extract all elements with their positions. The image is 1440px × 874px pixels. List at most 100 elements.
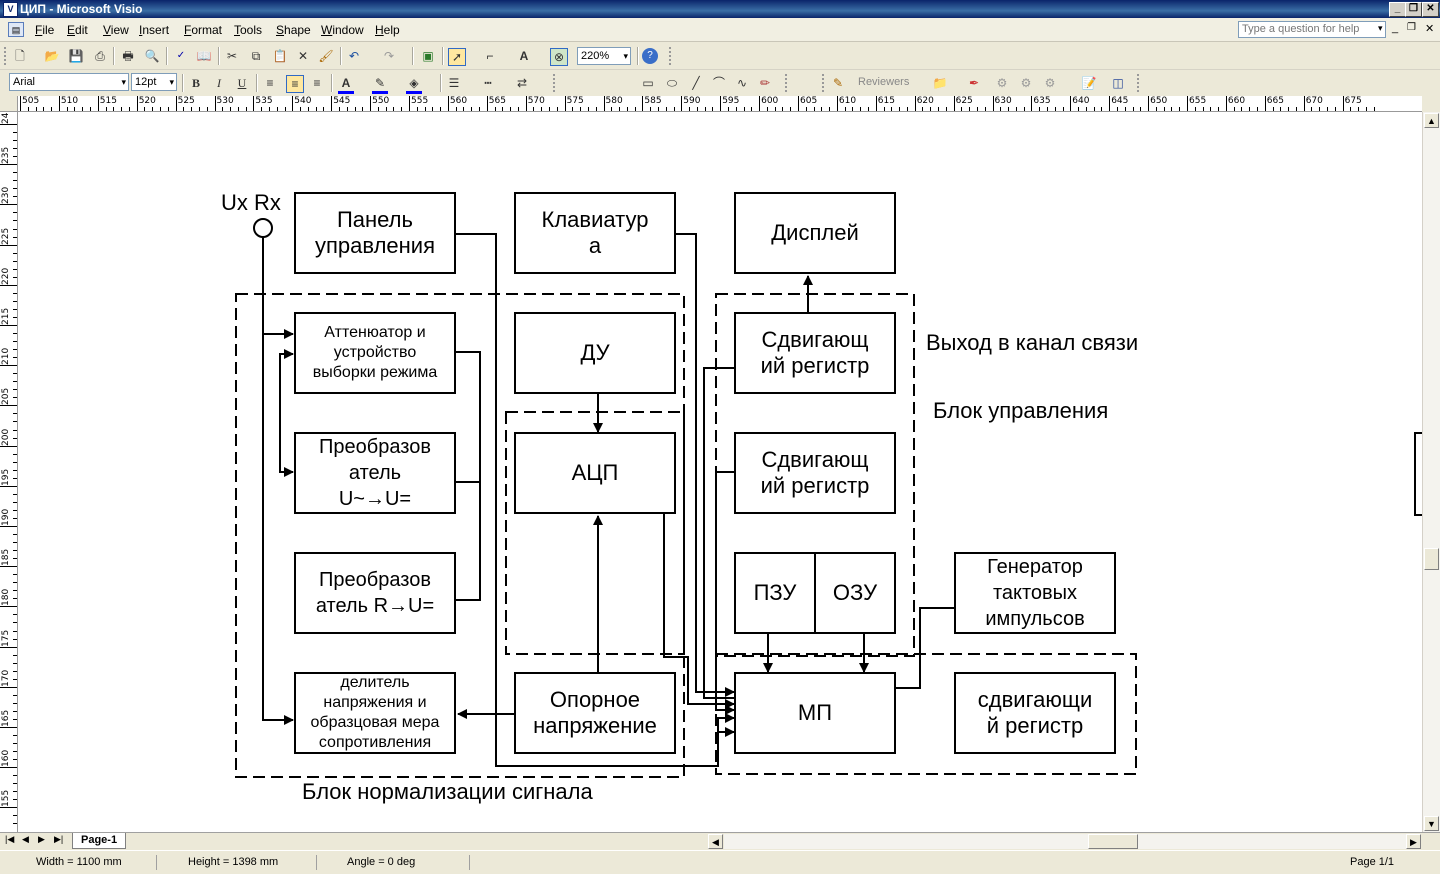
font-size-dropdown[interactable]: 12pt <box>131 73 177 91</box>
task-pane-icon[interactable]: ◫ <box>1112 76 1124 90</box>
stencil-icon[interactable]: ▣ <box>422 49 434 63</box>
doc-restore-button[interactable]: ❐ <box>1407 22 1416 33</box>
redo-icon[interactable]: ↷ <box>383 49 395 63</box>
rectangle-tool-icon[interactable]: ▭ <box>642 76 654 90</box>
research-icon[interactable]: 📖 <box>196 49 212 63</box>
align-left-icon[interactable]: ≡ <box>266 76 274 90</box>
drawing-canvas[interactable]: Ux Rx Панель управления Клавиатур а Дисп… <box>18 112 1422 832</box>
menu-window[interactable]: Window <box>321 23 364 37</box>
attenuator-block[interactable]: Аттенюатор и устройство выборки режима <box>294 312 456 394</box>
horizontal-scroll-thumb[interactable] <box>1088 834 1138 849</box>
align-right-icon[interactable]: ≡ <box>313 76 321 90</box>
reviewers-dropdown[interactable]: Reviewers <box>858 76 910 88</box>
menu-insert[interactable]: Insert <box>139 23 170 37</box>
help-dropdown-icon[interactable]: ▾ <box>1378 23 1383 33</box>
du-block[interactable]: ДУ <box>514 312 676 394</box>
scroll-left-button[interactable]: ◀ <box>708 834 723 849</box>
doc-close-button[interactable]: ✕ <box>1425 23 1435 35</box>
close-button[interactable]: ✕ <box>1422 2 1439 17</box>
spelling-icon[interactable]: ✓ <box>176 50 186 61</box>
ac-converter-block[interactable]: Преобразов атель U~→U= <box>294 432 456 514</box>
freeform-tool-icon[interactable]: ∿ <box>736 76 748 90</box>
paste-icon[interactable]: 📋 <box>272 49 288 63</box>
menu-file[interactable]: File <box>35 23 55 37</box>
next-markup-icon[interactable]: ⚙ <box>1020 76 1032 90</box>
ink-icon[interactable]: ✒ <box>968 76 980 90</box>
font-dropdown[interactable]: Arial <box>9 73 129 91</box>
open-icon[interactable]: 📂 <box>44 49 60 63</box>
next-page-button[interactable]: ▶ <box>38 834 45 844</box>
line-ends-icon[interactable]: ⇄ <box>516 76 528 90</box>
previous-markup-icon[interactable]: ⚙ <box>996 76 1008 90</box>
menu-edit[interactable]: Edit <box>67 23 88 37</box>
fill-color-icon[interactable]: ◈ <box>406 75 422 94</box>
visio-app-icon[interactable]: V <box>3 2 18 17</box>
shift-register-2-block[interactable]: Сдвигающ ий регистр <box>734 432 896 514</box>
scroll-down-button[interactable]: ▼ <box>1424 816 1439 831</box>
ellipse-tool-icon[interactable]: ⬭ <box>666 76 678 90</box>
line-weight-icon[interactable]: ☰ <box>448 76 460 90</box>
accept-markup-icon[interactable]: ⚙ <box>1044 76 1056 90</box>
underline-button[interactable]: U <box>237 76 247 90</box>
minimize-button[interactable]: _ <box>1389 2 1406 17</box>
undo-icon[interactable]: ↶ <box>348 49 360 63</box>
connection-point-icon[interactable]: ⊗ <box>550 48 568 66</box>
menu-tools[interactable]: Tools <box>234 23 263 37</box>
bold-button[interactable]: B <box>191 76 200 90</box>
mp-block[interactable]: МП <box>734 672 896 754</box>
shift-register-1-block[interactable]: Сдвигающ ий регистр <box>734 312 896 394</box>
help-icon[interactable]: ? <box>642 48 658 64</box>
new-icon[interactable]: 🗋 <box>15 49 25 63</box>
menu-view[interactable]: View <box>103 23 129 37</box>
rom-block[interactable]: ПЗУ <box>734 552 816 634</box>
keyboard-block[interactable]: Клавиатур а <box>514 192 676 274</box>
line-color-icon[interactable]: ✎ <box>372 75 388 94</box>
cut-icon[interactable]: ✂ <box>226 49 238 63</box>
voltage-divider-block[interactable]: делитель напряжения и образцовая мера со… <box>294 672 456 754</box>
page-tab[interactable]: Page-1 <box>72 833 127 849</box>
print-icon[interactable]: 🖶 <box>122 49 134 63</box>
arc-tool-icon[interactable]: ⌒ <box>712 76 725 90</box>
format-painter-icon[interactable]: 🖌 <box>318 49 334 63</box>
zoom-dropdown[interactable]: 220% <box>577 47 631 65</box>
print-preview-icon[interactable]: 🔍 <box>144 49 160 63</box>
italic-button[interactable]: I <box>217 76 221 90</box>
pointer-tool-icon[interactable]: ➚ <box>448 48 466 66</box>
help-search-input[interactable]: Type a question for help <box>1238 21 1386 38</box>
pencil-tool-icon[interactable]: ✏ <box>759 76 771 90</box>
connector-tool-icon[interactable]: ⌐ <box>486 49 494 63</box>
ram-block[interactable]: ОЗУ <box>814 552 896 634</box>
last-page-button[interactable]: ▶| <box>54 834 64 844</box>
delete-icon[interactable]: ✕ <box>297 49 309 63</box>
save-icon[interactable]: 💾 <box>68 49 84 63</box>
line-tool-icon[interactable]: ╱ <box>692 76 700 90</box>
first-page-button[interactable]: |◀ <box>5 834 15 844</box>
adc-block[interactable]: АЦП <box>514 432 676 514</box>
restore-button[interactable]: ❐ <box>1405 2 1422 17</box>
reference-voltage-block[interactable]: Опорное напряжение <box>514 672 676 754</box>
vertical-scrollbar[interactable]: ▲ ▼ <box>1422 112 1440 832</box>
ruler-corner[interactable] <box>0 96 18 112</box>
track-markup-icon[interactable]: ✎ <box>832 76 844 90</box>
text-tool-icon[interactable]: A <box>519 49 529 63</box>
scroll-up-button[interactable]: ▲ <box>1424 113 1439 128</box>
line-pattern-icon[interactable]: ┅ <box>484 76 492 90</box>
clock-generator-block[interactable]: Генератор тактовых импульсов <box>954 552 1116 634</box>
control-panel-block[interactable]: Панель управления <box>294 192 456 274</box>
resistance-converter-block[interactable]: Преобразов атель R→U= <box>294 552 456 634</box>
scroll-right-button[interactable]: ▶ <box>1406 834 1421 849</box>
permission-icon[interactable]: ⎙ <box>95 49 105 63</box>
menu-format[interactable]: Format <box>184 23 223 37</box>
vertical-scroll-thumb[interactable] <box>1424 548 1439 570</box>
display-block[interactable]: Дисплей <box>734 192 896 274</box>
insert-comment-icon[interactable]: 📁 <box>932 76 948 90</box>
menu-shape[interactable]: Shape <box>276 23 311 37</box>
doc-minimize-button[interactable]: _ <box>1392 22 1399 34</box>
font-color-icon[interactable]: A <box>338 75 354 94</box>
markup-pane-icon[interactable]: 📝 <box>1081 76 1097 90</box>
menu-help[interactable]: Help <box>375 23 400 37</box>
previous-page-button[interactable]: ◀ <box>22 834 29 844</box>
copy-icon[interactable]: ⧉ <box>251 49 261 63</box>
